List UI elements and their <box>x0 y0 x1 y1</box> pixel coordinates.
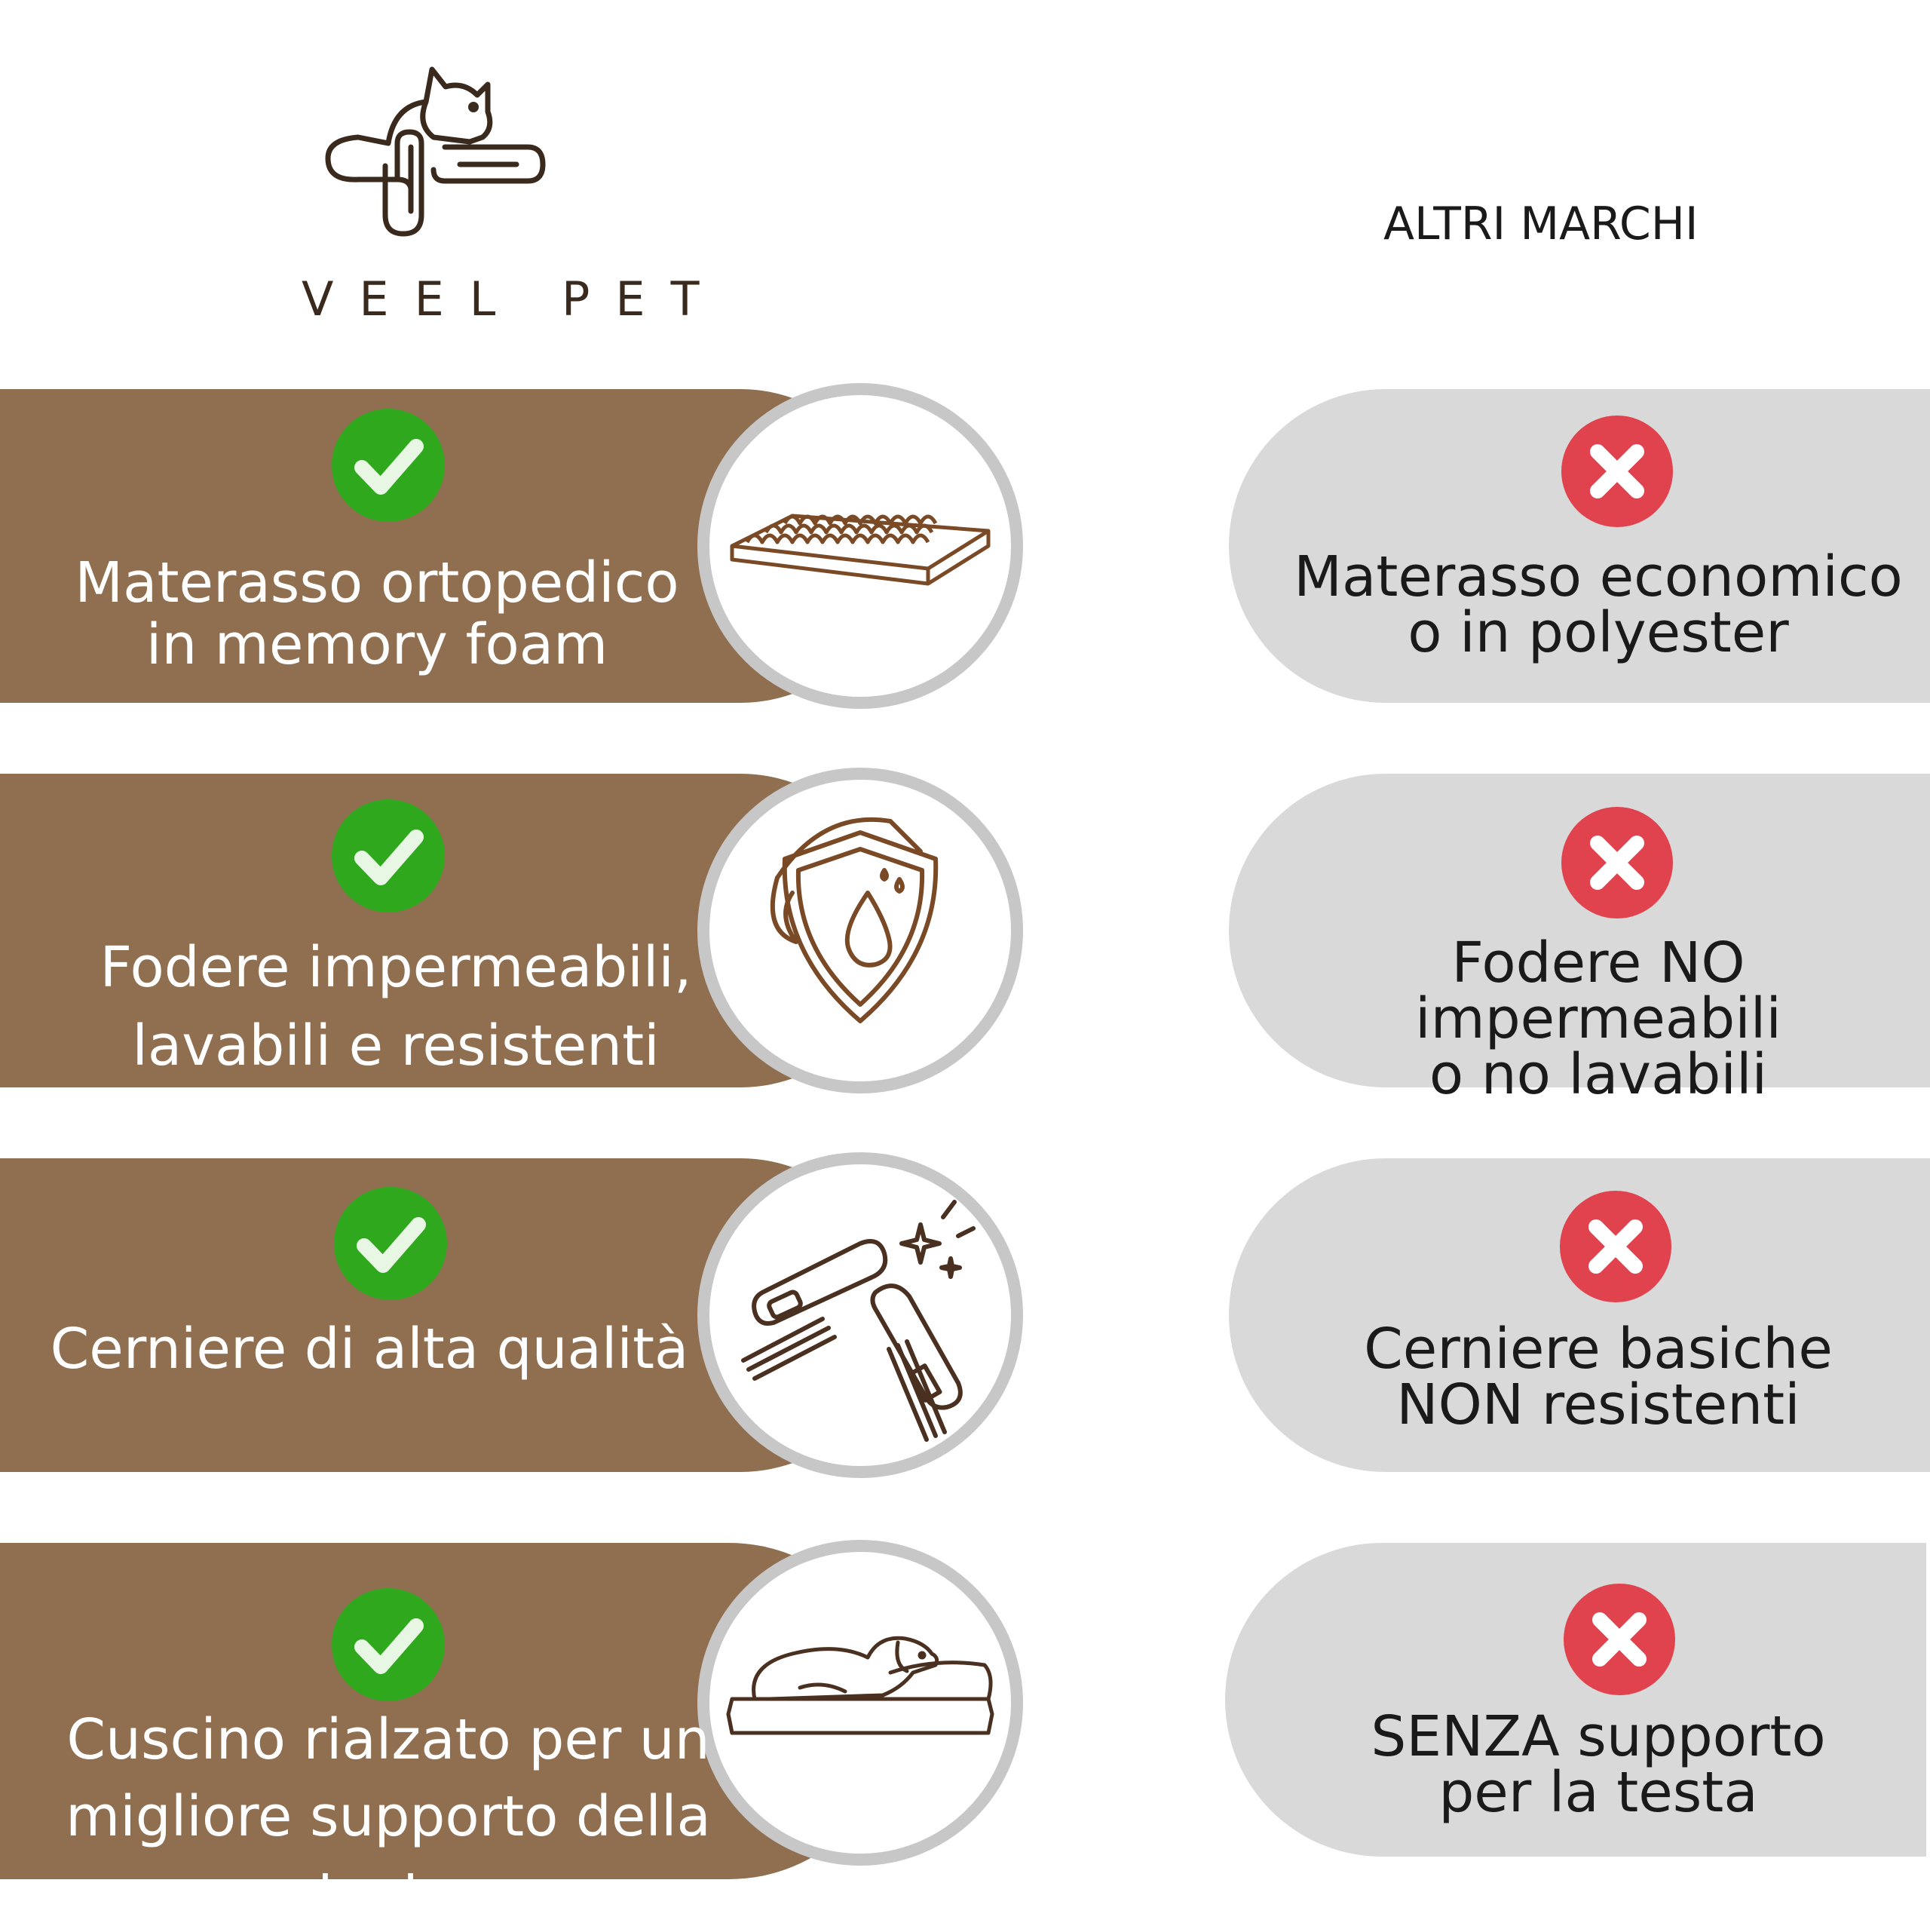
veel-feature-text: Cerniere di alta qualità <box>0 1318 739 1380</box>
comparison-row-2: Fodere impermeabili, lavabili e resisten… <box>0 768 1930 1102</box>
memory-foam-mattress-icon <box>730 514 991 586</box>
veel-feature-line-2: in memory foam <box>146 612 608 677</box>
check-icon <box>332 799 445 912</box>
competitor-feature-panel <box>1225 1543 1926 1857</box>
competitor-feature-text: Fodere NO impermeabili o no lavabili <box>1267 935 1930 1102</box>
cross-icon <box>1561 416 1673 527</box>
veel-feature-line-1: Fodere impermeabili, <box>100 935 692 1000</box>
comparison-row-3: Cerniere di alta qualità Cerniere basich… <box>0 1152 1930 1478</box>
competitor-header: ALTRI MARCHI <box>1383 198 1699 250</box>
dog-on-bed-icon <box>726 1636 994 1735</box>
cross-icon <box>1560 1191 1671 1302</box>
competitor-feature-text: Materasso economico o in polyester <box>1267 549 1930 661</box>
veel-feature-line-1: Cerniere di alta qualità <box>50 1317 689 1382</box>
competitor-line-1: Cerniere basiche <box>1364 1317 1833 1382</box>
cross-icon <box>1561 807 1673 918</box>
feature-illustration <box>697 1152 1023 1478</box>
cat-dog-logo-icon <box>325 66 546 237</box>
brand-logo: VEEL PET <box>302 53 699 327</box>
zipper-icon <box>741 1200 976 1442</box>
veel-feature-line-1: Materasso ortopedico <box>75 550 679 615</box>
veel-feature-text: Materasso ortopedico in memory foam <box>0 552 754 676</box>
waterproof-shield-icon <box>770 817 939 1023</box>
check-icon <box>332 409 445 522</box>
competitor-feature-text: SENZA supporto per la testa <box>1267 1709 1930 1820</box>
competitor-line-2: per la testa <box>1438 1760 1758 1825</box>
veel-feature-text: Cuscino rialzato per un migliore support… <box>0 1701 777 1932</box>
competitor-feature-text: Cerniere basiche NON resistenti <box>1267 1321 1930 1433</box>
competitor-line-1: SENZA supporto <box>1371 1704 1826 1769</box>
brand-name: VEEL PET <box>302 271 725 327</box>
veel-feature-line-2: lavabili e resistenti <box>132 1014 660 1078</box>
check-icon <box>334 1187 447 1300</box>
veel-feature-line-1: Cuscino rialzato per un <box>66 1707 710 1772</box>
competitor-line-2: NON resistenti <box>1396 1372 1800 1437</box>
veel-feature-line-2: migliore supporto della testa <box>66 1784 711 1926</box>
cross-icon <box>1564 1584 1675 1695</box>
feature-illustration <box>697 383 1023 709</box>
comparison-row-4: Cuscino rialzato per un migliore support… <box>0 1540 1930 1926</box>
competitor-line-1: Materasso economico <box>1294 544 1903 609</box>
feature-illustration <box>697 768 1023 1093</box>
veel-feature-text: Fodere impermeabili, lavabili e resisten… <box>15 928 777 1085</box>
comparison-row-1: Materasso ortopedico in memory foam Mate… <box>0 383 1930 709</box>
competitor-line-1: Fodere NO impermeabili <box>1415 931 1781 1051</box>
check-icon <box>332 1588 445 1701</box>
competitor-line-2: o in polyester <box>1408 600 1789 665</box>
competitor-line-2: o no lavabili <box>1429 1042 1768 1107</box>
